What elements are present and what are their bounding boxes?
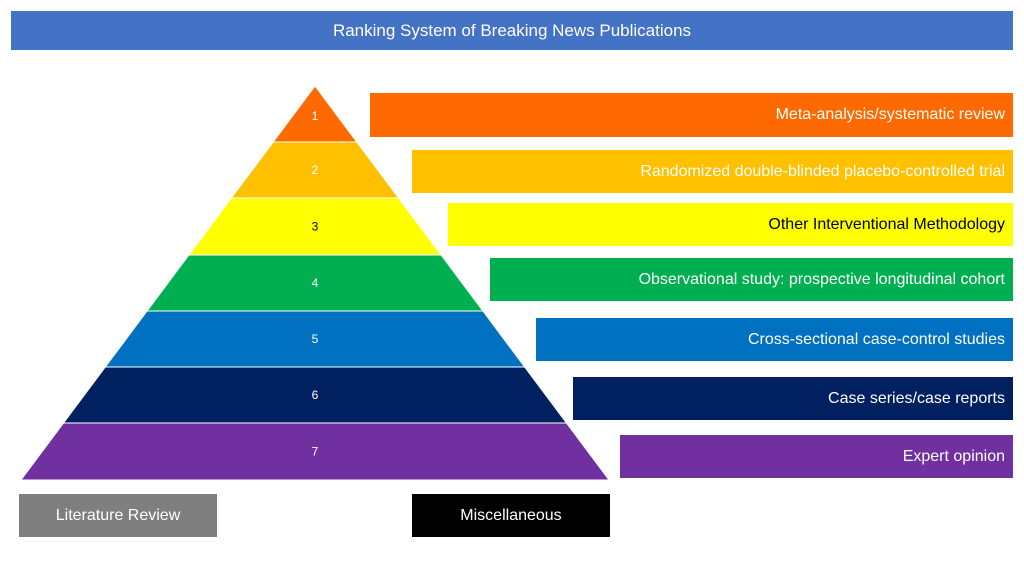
tier-label-bar-5: Cross-sectional case-control studies xyxy=(536,318,1013,361)
tier-label-text-6: Case series/case reports xyxy=(828,389,1005,407)
tier-label-bar-7: Expert opinion xyxy=(620,435,1013,478)
pyramid-tier-rank-7: 7 xyxy=(312,445,319,459)
tier-label-text-5: Cross-sectional case-control studies xyxy=(748,330,1005,348)
pyramid-tier-7 xyxy=(20,422,610,481)
legend-miscellaneous-label: Miscellaneous xyxy=(460,506,562,524)
tier-label-bar-4: Observational study: prospective longitu… xyxy=(490,258,1013,301)
pyramid-tier-rank-3: 3 xyxy=(312,220,319,234)
tier-label-text-7: Expert opinion xyxy=(902,447,1005,465)
pyramid-tier-rank-1: 1 xyxy=(312,109,319,123)
pyramid-tier-rank-2: 2 xyxy=(312,163,319,177)
pyramid-tier-rank-4: 4 xyxy=(312,276,319,290)
tier-label-bar-3: Other Interventional Methodology xyxy=(448,203,1013,246)
legend-miscellaneous: Miscellaneous xyxy=(412,494,610,537)
legend-literature-review: Literature Review xyxy=(19,494,217,537)
tier-label-bar-1: Meta-analysis/systematic review xyxy=(370,93,1013,137)
tier-label-text-3: Other Interventional Methodology xyxy=(768,215,1005,233)
tier-label-bar-2: Randomized double-blinded placebo-contro… xyxy=(412,150,1013,193)
pyramid-tier-rank-5: 5 xyxy=(312,332,319,346)
tier-label-text-2: Randomized double-blinded placebo-contro… xyxy=(640,162,1005,180)
tier-label-text-4: Observational study: prospective longitu… xyxy=(638,270,1005,288)
title-bar: Ranking System of Breaking News Publicat… xyxy=(11,11,1013,50)
page-title: Ranking System of Breaking News Publicat… xyxy=(332,20,692,40)
pyramid-tier-rank-6: 6 xyxy=(312,388,319,402)
tier-label-bar-6: Case series/case reports xyxy=(573,377,1013,420)
tier-label-text-1: Meta-analysis/systematic review xyxy=(775,106,1005,123)
legend-literature-review-label: Literature Review xyxy=(55,506,181,524)
